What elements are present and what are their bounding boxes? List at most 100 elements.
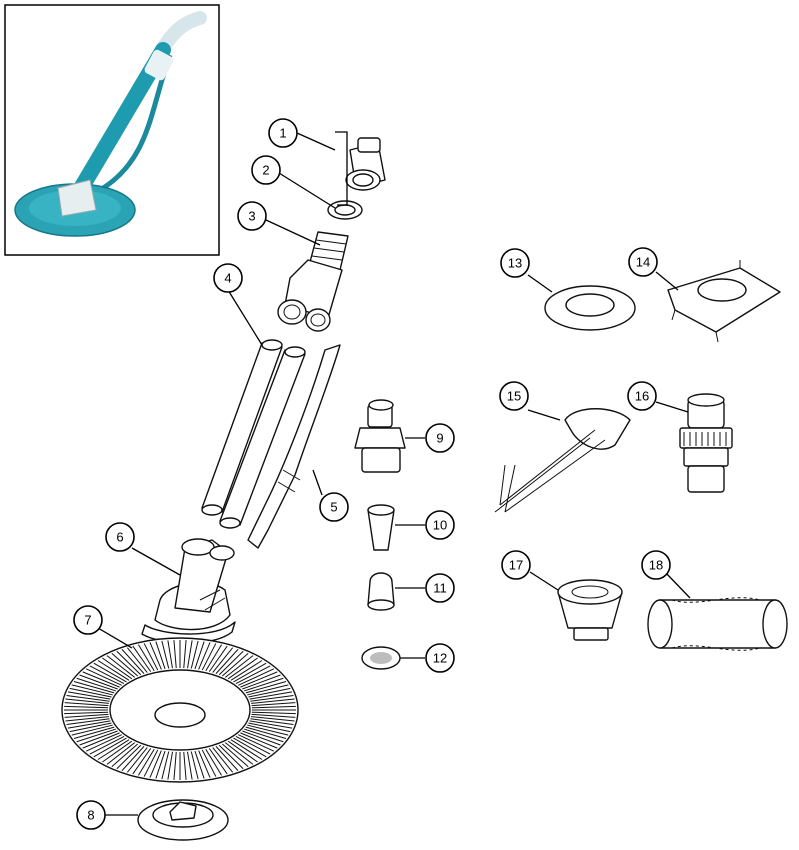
disc-fringe-line xyxy=(73,681,115,694)
disc-fringe-line xyxy=(143,749,159,777)
disc-fringe-line xyxy=(243,677,284,692)
flex-hose-part xyxy=(247,344,341,549)
callout-15-label: 15 xyxy=(507,389,521,404)
callout-5: 5 xyxy=(319,492,349,522)
disc-fringe-line xyxy=(198,750,211,778)
disc-fringe-line xyxy=(248,722,291,733)
disc-fringe-line xyxy=(205,644,222,672)
disc-fringe-line xyxy=(85,734,122,752)
disc-fringe-line xyxy=(212,747,234,773)
disc-fringe-line xyxy=(251,698,295,704)
callout-2: 2 xyxy=(251,155,281,185)
disc-fringe-line xyxy=(161,640,170,669)
disc-fringe-line xyxy=(66,718,110,726)
disc-fringe-line xyxy=(242,730,281,746)
disc-fringe-line xyxy=(190,640,199,669)
disc-fringe-line xyxy=(65,698,109,704)
disc-fringe-line xyxy=(82,732,120,749)
disc-fringe-line xyxy=(138,644,155,672)
disc-fringe-line xyxy=(247,724,289,736)
disc-fringe-line xyxy=(251,716,295,722)
disc-fringe-line xyxy=(102,657,133,680)
callout-7-label: 7 xyxy=(84,613,91,628)
callout-9-label: 9 xyxy=(436,431,443,446)
disc-fringe-line xyxy=(121,746,145,771)
callout-5-label: 5 xyxy=(330,500,337,515)
disc-fringe-line xyxy=(67,691,111,700)
bracket-plate-part xyxy=(667,260,781,343)
disc-fringe-line xyxy=(235,665,271,685)
disc-fringe-line xyxy=(233,662,267,683)
disc-fringe-line xyxy=(187,640,193,669)
disc-part xyxy=(61,637,299,783)
disc-fringe-line xyxy=(242,674,281,690)
disc-fringe-line xyxy=(71,724,113,736)
disc-fringe-line xyxy=(132,748,152,775)
disc-fringe-line xyxy=(126,747,148,773)
disc-fringe-line xyxy=(249,691,293,700)
wire-hook-part xyxy=(494,408,631,513)
disc-fringe-line xyxy=(227,657,258,680)
disc-fringe-line xyxy=(161,751,170,780)
callout-6: 6 xyxy=(105,522,135,552)
disc-fringe-line xyxy=(167,751,173,780)
callout-7: 7 xyxy=(73,605,103,635)
disc-fringe-line xyxy=(235,735,271,755)
disc-fringe-line xyxy=(69,687,112,698)
disc-fringe-line xyxy=(198,642,211,670)
disc-fringe-line xyxy=(167,640,173,669)
disc-fringe-line xyxy=(173,640,177,669)
callout-18-label: 18 xyxy=(649,558,663,573)
valve-part xyxy=(354,399,406,473)
disc-fringe-line xyxy=(106,655,135,678)
callout-8-label: 8 xyxy=(87,808,94,823)
disc-fringe-line xyxy=(190,751,199,780)
disc-fringe-line xyxy=(67,720,111,729)
disc-fringe-line xyxy=(97,739,130,760)
callout-14-label: 14 xyxy=(636,255,650,270)
disc-fringe-line xyxy=(71,684,113,696)
disc-fringe-line xyxy=(251,702,296,707)
disc-fringe-line xyxy=(102,740,133,763)
callout-12-label: 12 xyxy=(433,651,447,666)
leader-lines xyxy=(97,132,691,816)
disc-fringe-line xyxy=(251,711,296,715)
callout-3-label: 3 xyxy=(248,209,255,224)
hose-section-part xyxy=(647,597,788,651)
callout-10-label: 10 xyxy=(433,518,447,533)
callout-11: 11 xyxy=(425,573,455,603)
foot-pad-part xyxy=(137,799,229,841)
disc-fringe-line xyxy=(221,652,249,677)
disc-fringe-line xyxy=(218,744,244,770)
callout-8: 8 xyxy=(76,800,106,830)
disc-fringe-line xyxy=(116,650,142,676)
callout-1-label: 1 xyxy=(279,126,286,141)
callout-12: 12 xyxy=(425,643,455,673)
disc-fringe-line xyxy=(69,722,112,733)
cone-part xyxy=(367,504,395,551)
disc-fringe-line xyxy=(245,726,287,739)
disc-fringe-line xyxy=(79,730,118,746)
disc-fringe-line xyxy=(238,668,275,686)
disc-fringe-line xyxy=(89,665,125,685)
disc-fringe-line xyxy=(79,674,118,690)
disc-fringe-line xyxy=(65,716,109,722)
disc-fringe-line xyxy=(173,751,177,780)
disc-fringe-line xyxy=(155,641,166,670)
product-photo-inset xyxy=(4,4,220,256)
disc-fringe-line xyxy=(243,728,284,743)
disc-fringe-line xyxy=(212,647,234,673)
disc-fringe-line xyxy=(183,751,187,780)
disc-fringe-line xyxy=(233,737,267,758)
disc-fringe-line xyxy=(240,671,278,688)
disc-fringe-line xyxy=(143,643,159,671)
callout-14: 14 xyxy=(628,247,658,277)
disc-fringe-line xyxy=(73,726,115,739)
callout-6-label: 6 xyxy=(116,530,123,545)
disc-fringe-line xyxy=(221,743,249,768)
disc-fringe-line xyxy=(250,694,294,702)
callout-13-label: 13 xyxy=(508,256,522,271)
disc-fringe-line xyxy=(245,681,287,694)
disc-fringe-line xyxy=(187,751,193,780)
disc-fringe-line xyxy=(138,748,155,776)
